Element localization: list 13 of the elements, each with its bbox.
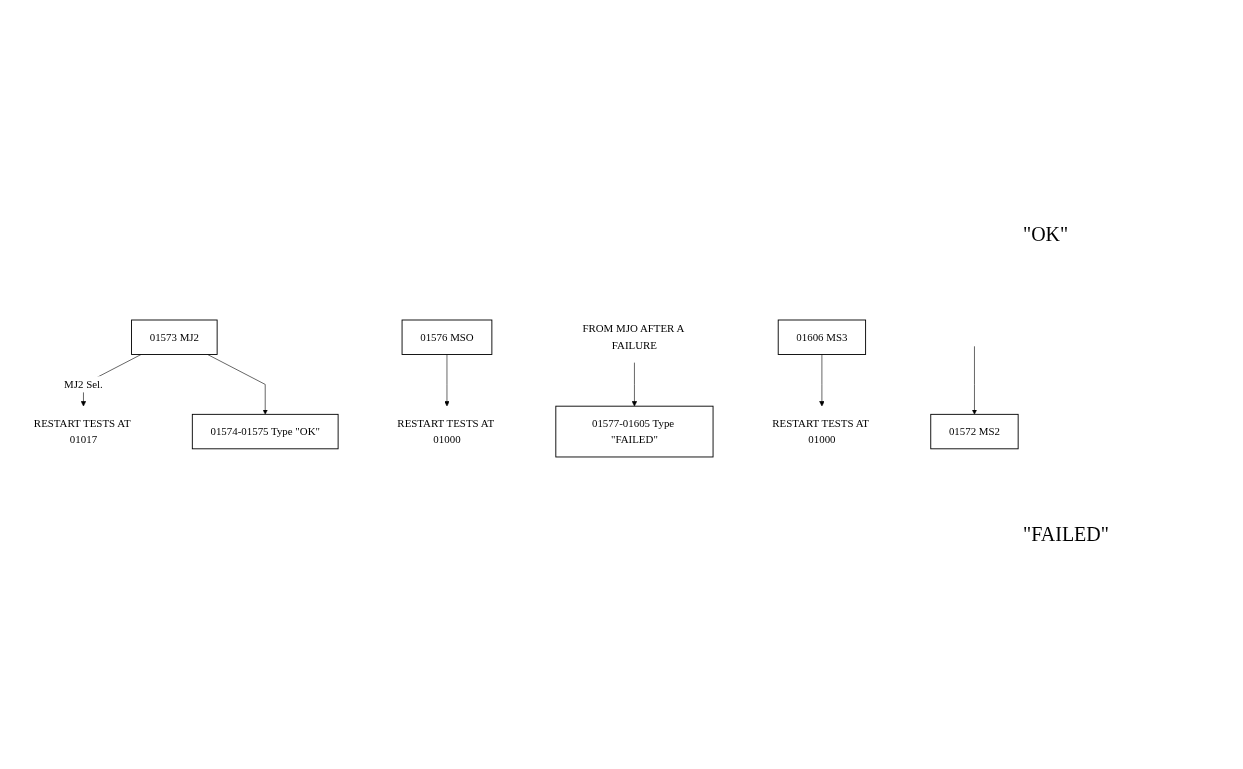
bracket-label: "FAILED" [1023,523,1110,546]
node-box: 01606 MS3 [777,319,867,356]
bracket-label: "OK" [1023,223,1070,246]
node-box: 01574-01575 Type "OK" [191,413,339,450]
node-text: RESTART TESTS AT 01017 [33,417,131,446]
node-box: 01577-01605 Type "FAILED" [555,405,714,458]
node-box: 01576 MSO [401,319,493,356]
node-text: FROM MJO AFTER A FAILURE [582,322,684,352]
node-text: RESTART TESTS AT 01000 [397,417,494,446]
node-box: 01573 MJ2 [131,319,218,356]
node-text: RESTART TESTS AT 01000 [772,417,869,446]
edge-label: MJ2 Sel. [64,378,103,391]
node-box: 01572 MS2 [930,413,1019,450]
